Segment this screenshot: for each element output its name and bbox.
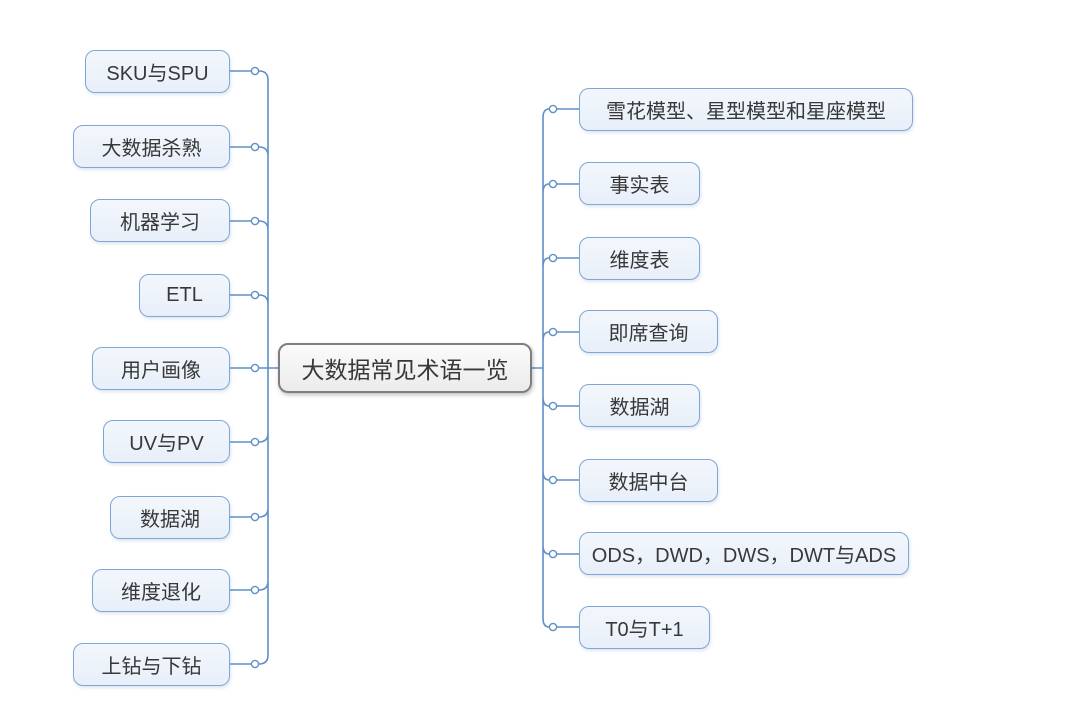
topic-fact-table[interactable]: 事实表 xyxy=(579,162,700,205)
right-connector-dots xyxy=(548,104,558,632)
topic-ods-dwd-dws-dwt-ads[interactable]: ODS，DWD，DWS，DWT与ADS xyxy=(579,532,909,575)
right-branch-lines xyxy=(531,108,580,628)
topic-sku-spu[interactable]: SKU与SPU xyxy=(85,50,230,93)
topic-t0-t-plus-1[interactable]: T0与T+1 xyxy=(579,606,710,649)
left-branch-lines xyxy=(229,70,279,665)
topic-data-middle-platform[interactable]: 数据中台 xyxy=(579,459,718,502)
topic-big-data-price-discrimination[interactable]: 大数据杀熟 xyxy=(73,125,230,168)
topic-dimension-degradation[interactable]: 维度退化 xyxy=(92,569,230,612)
left-connector-dots xyxy=(250,66,260,669)
topic-drill-up-drill-down[interactable]: 上钻与下钻 xyxy=(73,643,230,686)
topic-uv-pv[interactable]: UV与PV xyxy=(103,420,230,463)
topic-etl[interactable]: ETL xyxy=(139,274,230,317)
topic-data-lake-left[interactable]: 数据湖 xyxy=(110,496,230,539)
topic-ad-hoc-query[interactable]: 即席查询 xyxy=(579,310,718,353)
topic-data-lake-right[interactable]: 数据湖 xyxy=(579,384,700,427)
topic-snowflake-star-constellation-models[interactable]: 雪花模型、星型模型和星座模型 xyxy=(579,88,913,131)
topic-user-profile[interactable]: 用户画像 xyxy=(92,347,230,390)
topic-dimension-table[interactable]: 维度表 xyxy=(579,237,700,280)
topic-machine-learning[interactable]: 机器学习 xyxy=(90,199,230,242)
central-topic[interactable]: 大数据常见术语一览 xyxy=(278,343,532,393)
